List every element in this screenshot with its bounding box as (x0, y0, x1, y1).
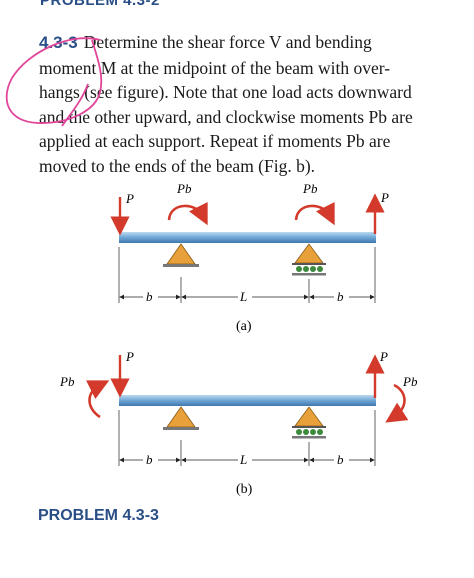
pin-ground-b (163, 427, 199, 430)
problem-line-4: and the other upward, and clockwise mome… (39, 106, 413, 127)
beam-a (119, 232, 376, 243)
dim-label-L-b: L (239, 452, 247, 467)
figure-label-b: (b) (236, 482, 253, 497)
moment-arc-right-b (385, 383, 409, 423)
load-label-right-a: P (380, 190, 389, 205)
dim-label-L-a: L (239, 289, 247, 304)
figure-label-a: (a) (236, 319, 252, 334)
problem-line-3: hangs (see figure). Note that one load a… (39, 82, 412, 102)
roller-support-b (294, 406, 324, 427)
pin-support-a (166, 243, 196, 265)
dim-label-b-right-b: b (337, 452, 344, 467)
moment-label-right-b: Pb (402, 374, 418, 389)
pin-support-b (166, 406, 196, 428)
figure-b: P P Pb Pb b L b (b) (59, 349, 418, 497)
moment-arc-right-a (294, 202, 335, 226)
figure-caption: PROBLEM 4.3-3 (38, 507, 159, 524)
moment-arc-left-a (167, 202, 208, 226)
moment-label-left-b: Pb (59, 374, 75, 389)
roller-wheel (303, 266, 309, 272)
roller-ground-b (292, 436, 326, 439)
roller-wheel (310, 429, 316, 435)
beam-b (119, 395, 376, 406)
roller-plate-a (292, 263, 326, 265)
moment-label-right-a: Pb (302, 181, 318, 196)
roller-support-a (294, 243, 324, 264)
roller-wheel (296, 429, 302, 435)
roller-wheel (303, 429, 309, 435)
load-label-left-a: P (125, 191, 134, 206)
problem-line-2: moment M at the midpoint of the beam wit… (39, 57, 391, 78)
problem-line-6: moved to the ends of the beam (Fig. b). (39, 155, 316, 176)
problem-line-1: Determine the shear force V and bending (83, 32, 372, 52)
previous-problem-banner: PROBLEM 4.3-2 (40, 0, 160, 9)
handwritten-annotation (5, 37, 103, 127)
moment-arc-left-b (86, 380, 110, 419)
dim-label-b-right-a: b (337, 289, 344, 304)
dim-label-b-left-b: b (146, 452, 153, 467)
moment-label-left-a: Pb (176, 181, 192, 196)
figure-a: P P Pb Pb b L b (a) (110, 181, 389, 334)
roller-wheel (296, 266, 302, 272)
roller-plate-b (292, 426, 326, 428)
dim-label-b-left-a: b (146, 289, 153, 304)
roller-wheel (317, 429, 323, 435)
roller-wheel (310, 266, 316, 272)
load-label-left-b: P (125, 349, 134, 364)
roller-ground-a (292, 273, 326, 276)
roller-wheel (317, 266, 323, 272)
problem-line-5: applied at each support. Repeat if momen… (39, 131, 391, 151)
load-label-right-b: P (379, 349, 388, 364)
pin-ground-a (163, 264, 199, 267)
